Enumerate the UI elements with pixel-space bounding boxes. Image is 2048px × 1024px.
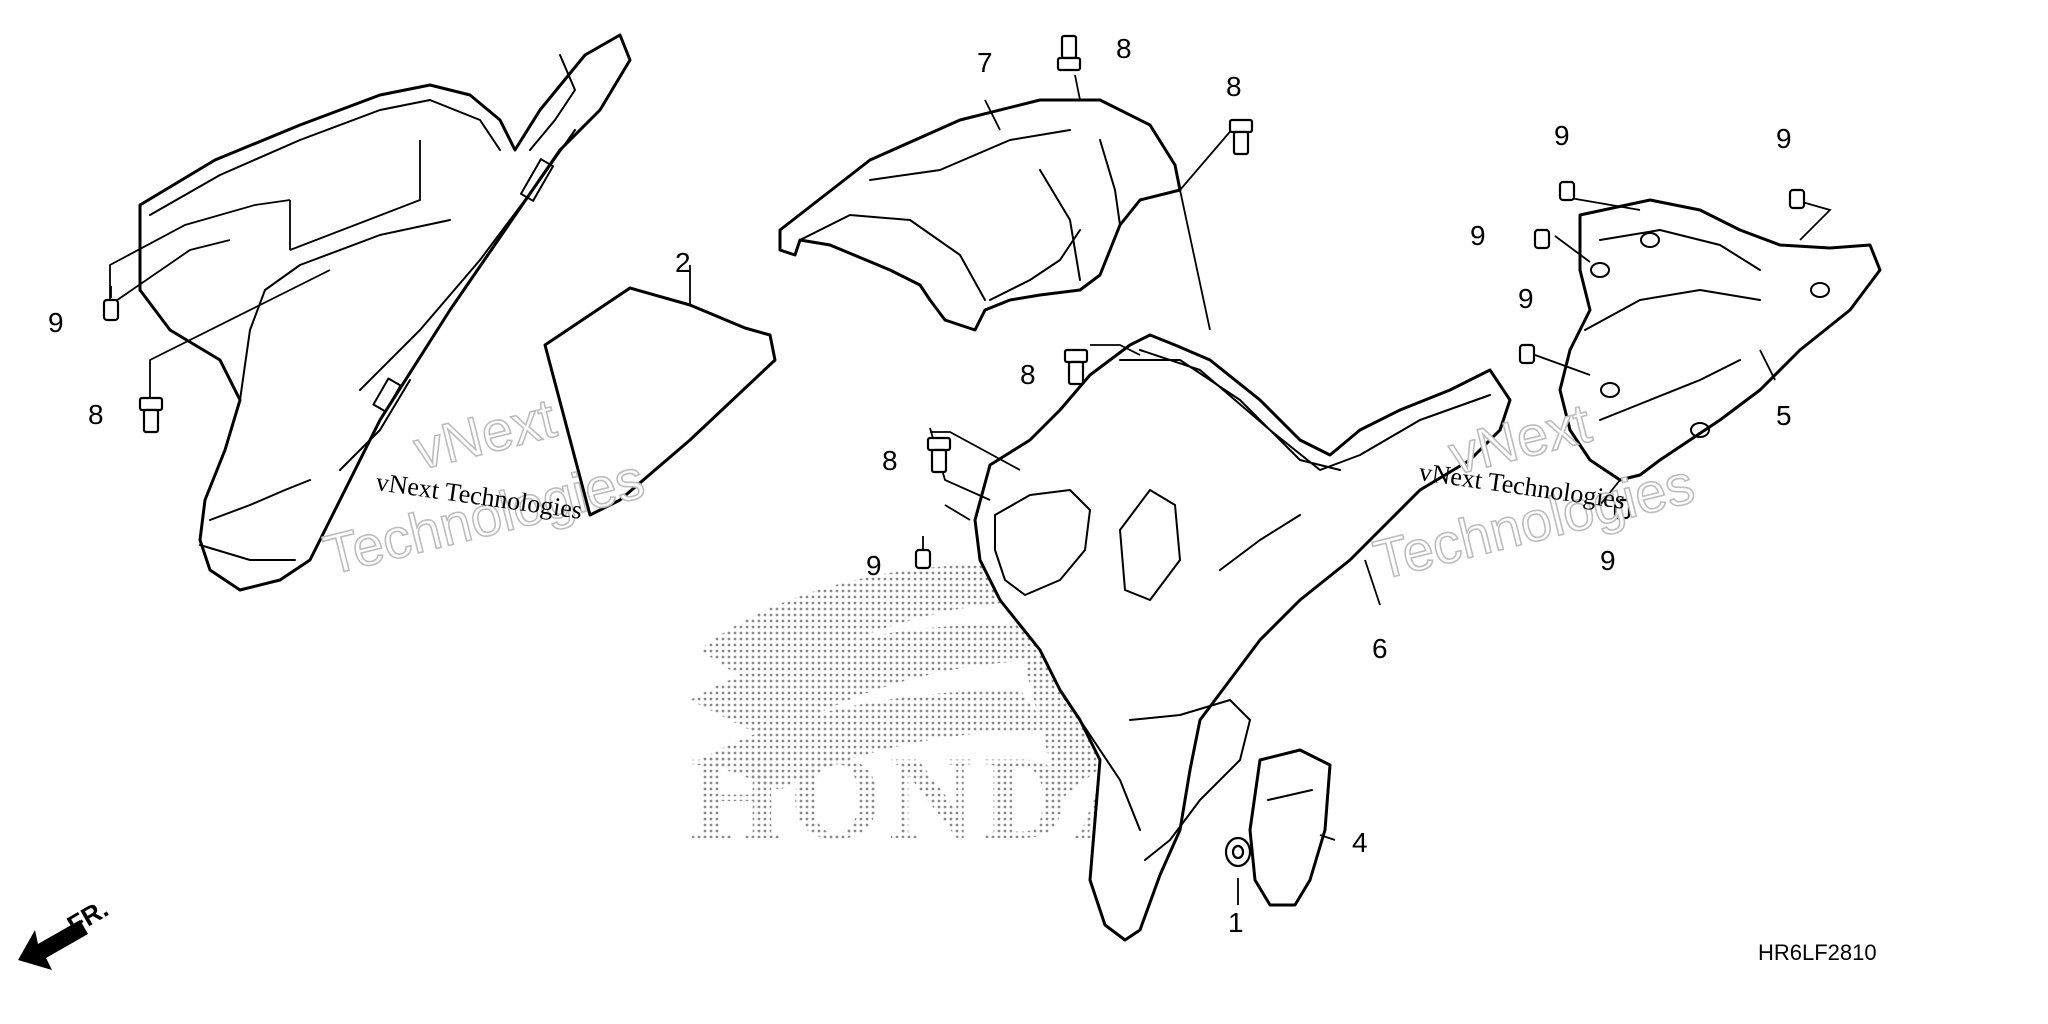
callout-labels: 9 8 2 7 8 8 8 8 9 6 4 1 9 9 9 9 5 9 [48, 33, 1792, 938]
callout-9: 9 [866, 550, 882, 581]
callout-9: 9 [48, 307, 64, 338]
callout-1: 1 [1228, 907, 1244, 938]
callout-9: 9 [1518, 283, 1534, 314]
callout-8: 8 [882, 445, 898, 476]
callout-9: 9 [1776, 123, 1792, 154]
callout-8: 8 [88, 399, 104, 430]
grommet-icon [1224, 836, 1252, 868]
screw-icon [1518, 343, 1536, 365]
part-5-right-panel [1558, 198, 1882, 482]
callout-2: 2 [675, 247, 691, 278]
watermark-big-line1: vNext [408, 386, 563, 482]
bolt-icon [1063, 348, 1089, 386]
callout-8: 8 [1116, 33, 1132, 64]
screw-icon [914, 536, 932, 570]
bolt-icon [1056, 34, 1082, 72]
callout-4: 4 [1352, 827, 1368, 858]
callout-8: 8 [1020, 359, 1036, 390]
part-2-panel [543, 286, 777, 517]
wing-emblem [690, 540, 1110, 800]
part-6-main-cover [973, 333, 1512, 942]
screw-icon [1558, 180, 1576, 202]
bolt-icon [1228, 118, 1254, 156]
leader-lines [109, 74, 1832, 905]
screw-icon [1533, 228, 1551, 250]
fasteners [102, 34, 1806, 868]
screw-icon [102, 286, 120, 322]
watermark-big-line2: Technologies [318, 446, 650, 586]
logo-wordmark: HONDA [690, 731, 1167, 864]
direction-arrow-icon [18, 920, 88, 970]
bolt-icon [926, 436, 952, 474]
callout-7: 7 [977, 47, 993, 78]
diagram-code: HR6LF2810 [1758, 940, 1877, 965]
bolt-icon [138, 396, 164, 434]
part-4-small-cover [1248, 748, 1332, 907]
callout-5: 5 [1776, 400, 1792, 431]
front-direction: FR. [18, 893, 113, 970]
left-side-cover [138, 33, 632, 592]
callout-8: 8 [1226, 71, 1242, 102]
callout-6: 6 [1372, 633, 1388, 664]
part-7-top-cover [778, 98, 1182, 332]
screw-icon [1788, 188, 1806, 210]
background-logo: HONDA [690, 540, 1167, 864]
callout-9: 9 [1470, 220, 1486, 251]
callout-9: 9 [1600, 545, 1616, 576]
callout-9: 9 [1554, 120, 1570, 151]
screw-icon [1613, 498, 1631, 520]
